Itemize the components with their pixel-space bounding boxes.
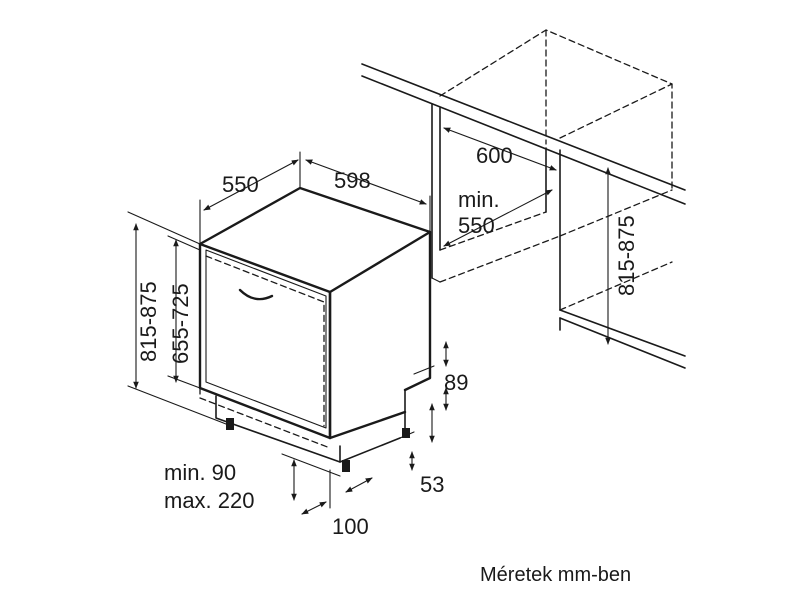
niche-width-label: 600 [476,143,513,168]
depth-label: 550 [222,172,259,197]
niche-height-label: 815-875 [614,215,639,296]
foot-back-right [402,428,410,438]
foot-offset-label: 53 [420,472,444,497]
plinth-depth-label: 100 [332,514,369,539]
plinth-range-label-line1: min. 90 [164,460,236,485]
plinth-range-label-line2: max. 220 [164,488,255,513]
units-caption: Méretek mm-ben [480,564,631,586]
foot-front-left [226,418,234,430]
width-label: 598 [334,168,371,193]
plinth-height-label: 89 [444,370,468,395]
dishwasher-body [198,186,432,472]
niche-depth-label-line2: 550 [458,213,495,238]
niche-depth-label-line1: min. [458,187,500,212]
door-handle [238,288,274,301]
installation-niche [361,29,686,369]
foot-front-right [342,460,350,472]
appliance-height-label: 655-725 [168,283,193,364]
dimension-lines [127,127,611,515]
total-height-label: 815-875 [136,281,161,362]
